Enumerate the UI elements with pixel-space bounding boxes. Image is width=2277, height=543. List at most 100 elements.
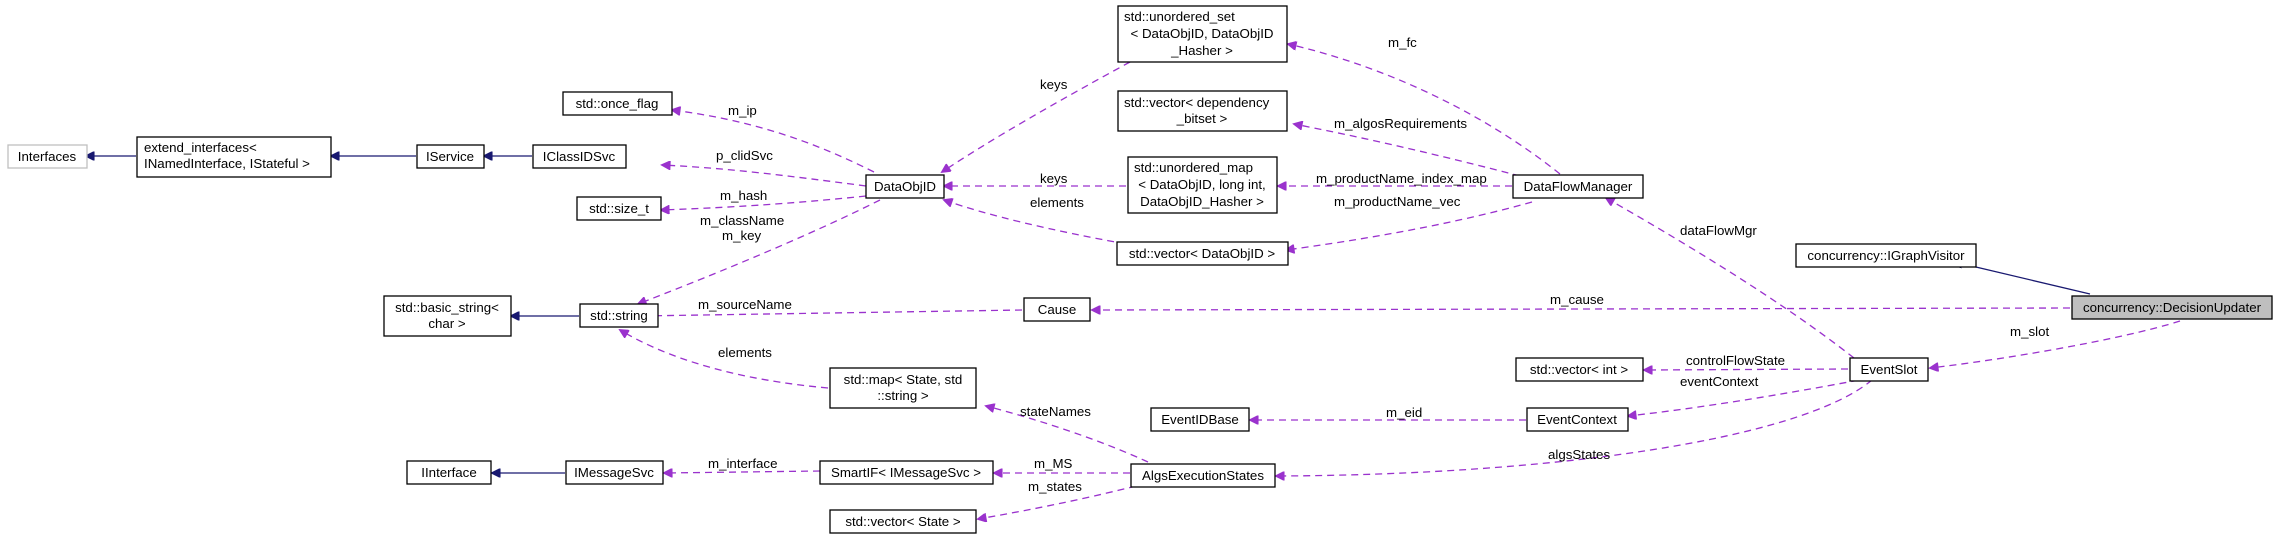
node-vector-int-label: std::vector< int > [1530,362,1629,377]
node-vector-int[interactable]: std::vector< int > [1515,357,1644,382]
node-algsexecutionstates[interactable]: AlgsExecutionStates [1130,463,1276,488]
node-iclassidsvc-label: IClassIDSvc [543,149,616,164]
node-extend-interfaces[interactable]: extend_interfaces< INamedInterface, ISta… [136,136,332,178]
node-vector-dependency-line-2: _bitset > [1176,111,1228,126]
edge-label-m-slot: m_slot [2010,324,2049,339]
edge-dataflowmgr [1606,198,1855,359]
node-std-string-label: std::string [590,308,648,323]
node-unordered-set[interactable]: std::unordered_set < DataObjID, DataObjI… [1117,5,1288,63]
node-iservice-label: IService [426,149,474,164]
node-smartif[interactable]: SmartIF< IMessageSvc > [819,460,994,485]
edge-label-m-productname-index-map: m_productName_index_map [1316,171,1487,186]
node-iservice[interactable]: IService [416,144,485,169]
node-interfaces[interactable]: Interfaces [7,144,88,169]
node-unordered-map-line-2: < DataObjID, long int, [1138,177,1266,192]
node-dataobjid[interactable]: DataObjID [865,174,945,199]
node-eventidbase-label: EventIDBase [1161,412,1239,427]
node-cause-label: Cause [1038,302,1076,317]
edge-algsstates [1276,379,1873,476]
node-extend-interfaces-line-1: extend_interfaces< [144,140,257,155]
node-vector-state-label: std::vector< State > [845,514,961,529]
edge-label-p-clidsvc: p_clidSvc [716,148,773,163]
edge-m-cause [1092,308,2071,310]
node-map-state-line-1: std::map< State, std [844,372,963,387]
usage-edges [620,44,2181,519]
edge-elements-map [620,330,829,389]
node-vector-dataobjid[interactable]: std::vector< DataObjID > [1116,241,1289,266]
edge-label-keys-set: keys [1040,77,1068,92]
edge-label-elements-map: elements [718,345,772,360]
edge-label-m-eid: m_eid [1386,405,1422,420]
node-vector-state[interactable]: std::vector< State > [829,509,977,534]
node-vector-dependency[interactable]: std::vector< dependency _bitset > [1117,90,1288,132]
node-unordered-set-line-1: std::unordered_set [1124,9,1235,24]
node-decisionupdater[interactable]: concurrency::DecisionUpdater [2071,295,2273,320]
edge-label-m-sourcename: m_sourceName [698,297,792,312]
node-vector-dependency-line-1: std::vector< dependency [1124,95,1270,110]
edge-label-eventcontext: eventContext [1680,374,1759,389]
node-extend-interfaces-line-2: INamedInterface, IStateful > [144,156,310,171]
edge-labels: m_fc keys m_algosRequirements m_ip p_cli… [698,35,2049,494]
edge-p-clidsvc [662,165,867,187]
node-unordered-set-line-3: _Hasher > [1170,43,1233,58]
node-iinterface-label: IInterface [421,465,476,480]
edge-m-interface [664,471,821,473]
node-unordered-map-line-3: DataObjID_Hasher > [1140,194,1264,209]
edge-label-m-key: m_key [722,228,762,243]
edge-label-keys-map: keys [1040,171,1068,186]
edge-m-slot [1930,320,2181,368]
node-unordered-map-line-1: std::unordered_map [1134,160,1253,175]
node-unordered-set-line-2: < DataObjID, DataObjID [1131,26,1274,41]
edge-m-productname-vec [1286,201,1533,250]
edge-label-m-cause: m_cause [1550,292,1604,307]
node-vector-dataobjid-label: std::vector< DataObjID > [1129,246,1276,261]
node-imessagesvc[interactable]: IMessageSvc [565,460,664,485]
node-imessagesvc-label: IMessageSvc [574,465,654,480]
node-algsexecutionstates-label: AlgsExecutionStates [1142,468,1264,483]
node-once-flag[interactable]: std::once_flag [562,91,673,116]
node-size-t[interactable]: std::size_t [576,196,662,221]
node-map-state[interactable]: std::map< State, std ::string > [829,367,977,409]
node-iclassidsvc[interactable]: IClassIDSvc [532,144,627,169]
node-dataflowmanager-label: DataFlowManager [1524,179,1633,194]
node-once-flag-label: std::once_flag [576,96,659,111]
edge-label-statenames: stateNames [1020,404,1091,419]
edge-label-m-algos: m_algosRequirements [1334,116,1467,131]
edge-label-controlflowstate: controlFlowState [1686,353,1785,368]
edge-m-fc [1288,44,1561,175]
edge-label-m-ip: m_ip [728,103,757,118]
edge-m-hash [661,195,867,210]
node-igraphvisitor-label: concurrency::IGraphVisitor [1807,248,1965,263]
edge-keys-set [942,61,1131,172]
node-eventidbase[interactable]: EventIDBase [1150,407,1250,432]
node-basic-string-line-1: std::basic_string< [395,300,499,315]
edge-controlflowstate [1644,369,1849,370]
edge-label-m-ms: m_MS [1034,456,1073,471]
node-map-state-line-2: ::string > [877,388,929,403]
node-dataflowmanager[interactable]: DataFlowManager [1512,174,1644,199]
node-eventcontext[interactable]: EventContext [1526,407,1629,432]
node-decisionupdater-label: concurrency::DecisionUpdater [2083,300,2262,315]
node-igraphvisitor[interactable]: concurrency::IGraphVisitor [1795,243,1977,268]
edge-label-elements-vec: elements [1030,195,1084,210]
node-iinterface[interactable]: IInterface [406,460,492,485]
edge-label-m-states: m_states [1028,479,1082,494]
edge-m-sourcename [638,309,1023,316]
node-eventslot[interactable]: EventSlot [1849,357,1929,382]
node-smartif-label: SmartIF< IMessageSvc > [831,465,981,480]
edge-label-m-classname: m_className [700,213,784,228]
edge-elements-vec [944,200,1127,245]
node-dataobjid-label: DataObjID [874,179,936,194]
edge-m-ip [672,110,875,173]
edge-label-m-hash: m_hash [720,188,767,203]
node-basic-string[interactable]: std::basic_string< char > [383,295,512,337]
node-std-string[interactable]: std::string [579,303,659,328]
edge-m-algos [1294,124,1521,177]
edge-label-m-interface: m_interface [708,456,777,471]
node-size-t-label: std::size_t [589,201,649,216]
edge-statenames [986,406,1149,463]
node-unordered-map[interactable]: std::unordered_map < DataObjID, long int… [1127,156,1278,214]
nodes: Interfaces extend_interfaces< INamedInte… [7,5,2273,534]
node-cause[interactable]: Cause [1023,297,1091,322]
